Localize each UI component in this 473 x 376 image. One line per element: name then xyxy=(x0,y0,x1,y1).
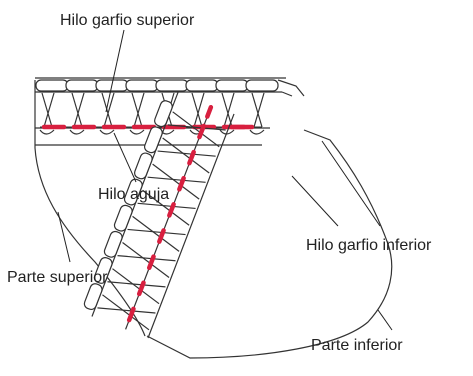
leader-lower-looper xyxy=(291,175,339,227)
leader-lower-looper-2 xyxy=(321,140,381,227)
label-lower-fabric: Parte inferior xyxy=(311,337,403,354)
lower-diagonal-strands xyxy=(97,111,226,331)
leader-lines xyxy=(57,29,393,331)
leader-upper-fabric xyxy=(57,211,71,263)
leader-needle-thread xyxy=(113,132,137,183)
label-upper-fabric: Parte superior xyxy=(7,269,108,286)
leader-upper-looper xyxy=(105,29,125,113)
upper-band-bottom-loops xyxy=(39,129,265,135)
lower-fabric-outline xyxy=(146,129,393,359)
diagonal-stitch-band xyxy=(83,92,235,339)
fabric-outlines xyxy=(34,80,393,359)
needle-thread-diagonal xyxy=(126,104,214,323)
leader-lower-fabric xyxy=(377,309,393,331)
upper-diagonal-strands xyxy=(41,92,265,128)
label-lower-looper-thread: Hilo garfio inferior xyxy=(306,237,432,254)
lower-looper-loops xyxy=(83,100,173,311)
corner-junction xyxy=(277,79,305,97)
upper-looper-loops xyxy=(35,79,279,92)
label-needle-thread: Hilo aguja xyxy=(98,186,169,203)
label-upper-looper-thread: Hilo garfio superior xyxy=(60,12,195,29)
